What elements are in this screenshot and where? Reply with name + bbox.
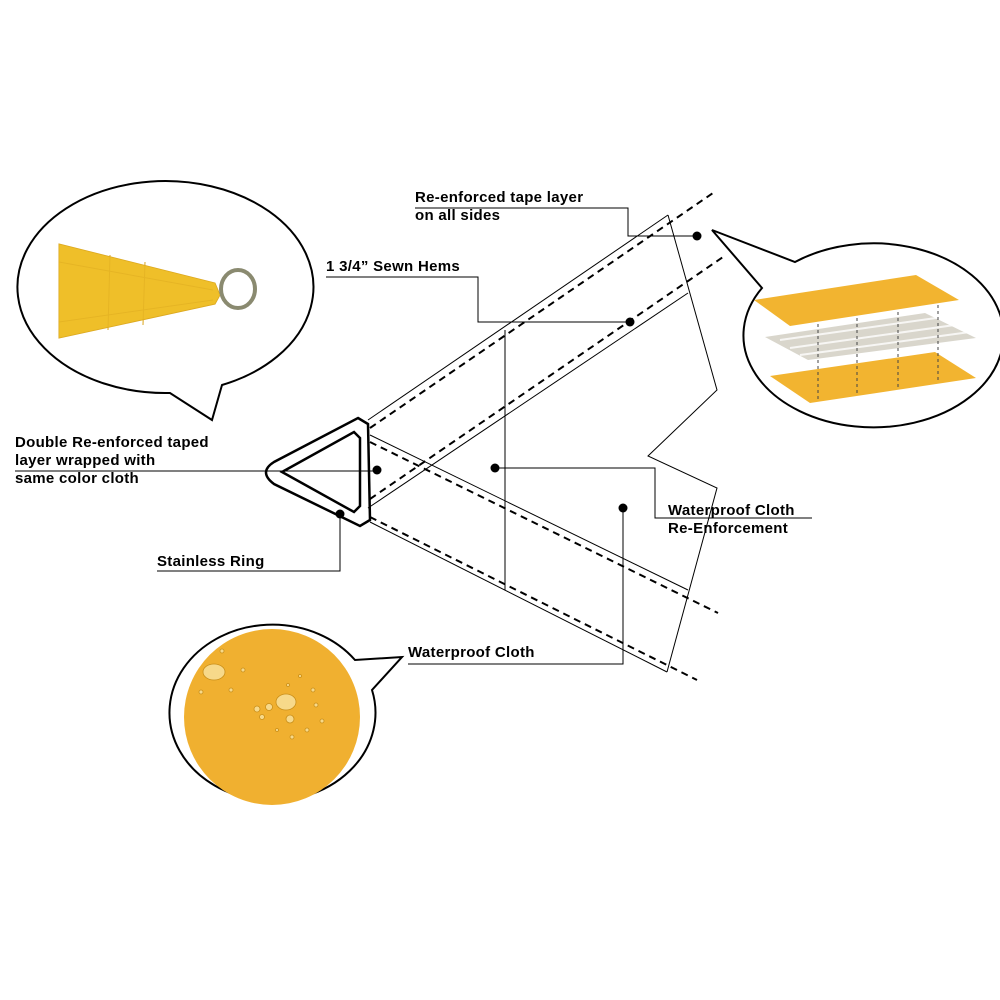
layers-detail-bubble — [711, 229, 1000, 429]
waterproof-detail-bubble — [168, 623, 405, 805]
label-line: Double Re-enforced taped — [15, 434, 209, 451]
leader-lines — [15, 207, 812, 665]
label-line: same color cloth — [15, 470, 140, 487]
label-line: Re-enforced tape layer — [415, 189, 584, 206]
tape-layer-label: Re-enforced tape layer on all sides — [415, 189, 583, 225]
sail-corner-schematic — [264, 192, 724, 681]
leader-dots — [335, 231, 702, 519]
stainless-ring-label: Stainless Ring — [157, 553, 265, 570]
stainless-ring-icon — [264, 416, 372, 528]
label-line: Waterproof Cloth — [668, 502, 795, 519]
waterproof-cloth-label: Waterproof Cloth — [408, 644, 535, 661]
label-line: on all sides — [415, 207, 501, 224]
double-reinforced-label: Double Re-enforced taped layer wrapped w… — [15, 434, 209, 488]
corner-detail-bubble — [16, 180, 315, 422]
d-ring-icon — [219, 268, 257, 310]
label-line: layer wrapped with — [15, 452, 156, 469]
label-line: Re-Enforcement — [668, 520, 789, 537]
waterproof-reinforcement-label: Waterproof Cloth Re-Enforcement — [668, 502, 795, 538]
sewn-hems-label: 1 3/4” Sewn Hems — [326, 258, 461, 275]
